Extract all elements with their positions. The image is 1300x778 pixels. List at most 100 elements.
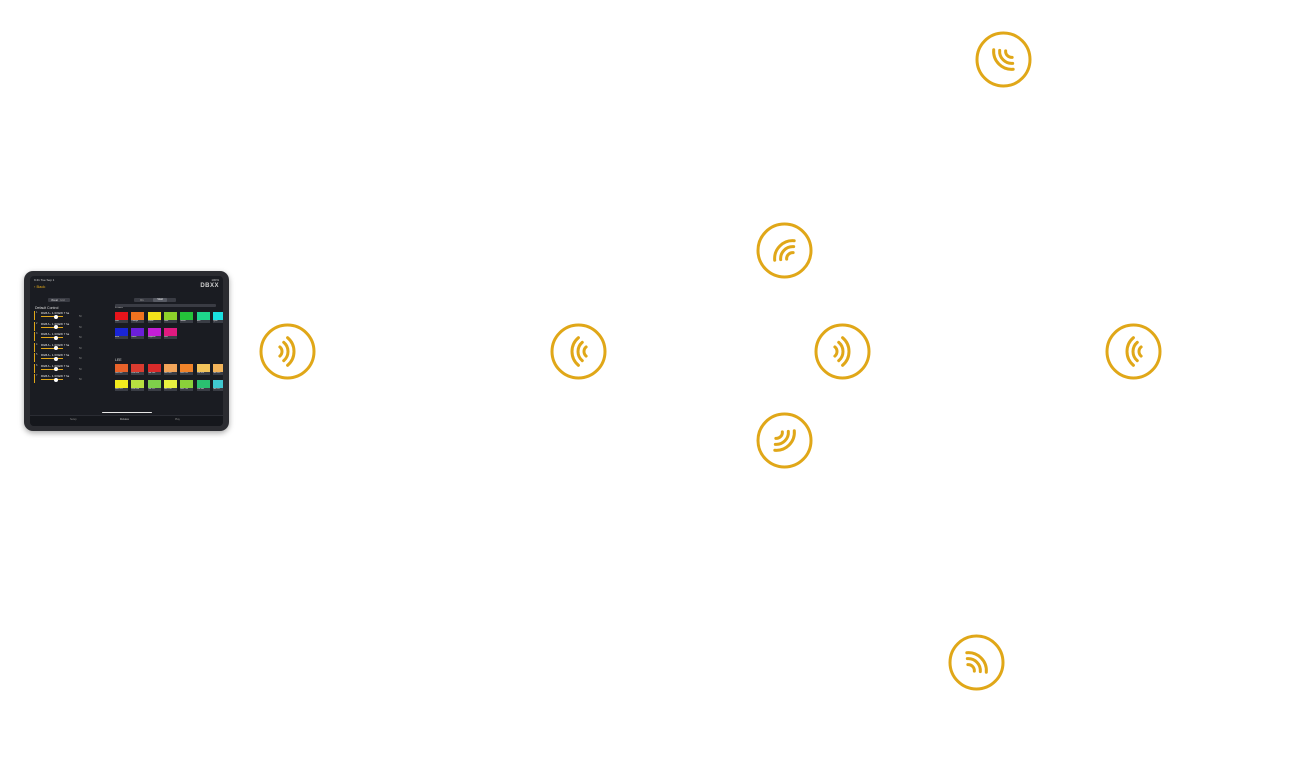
fixture-slider[interactable]: [41, 326, 63, 328]
fixture-slider[interactable]: [41, 337, 63, 338]
slider-knob[interactable]: [54, 346, 58, 350]
slider-knob[interactable]: [54, 377, 58, 382]
signal-arc-2: [837, 340, 845, 363]
fixture-slider[interactable]: [41, 347, 63, 349]
fixture-slider[interactable]: [41, 379, 63, 380]
signal-arc-2: [1131, 340, 1139, 363]
tab-fixtures[interactable]: Fixtures: [120, 418, 129, 421]
color-label: Violet: [131, 335, 145, 339]
color-swatch-tile[interactable]: LEE 089: [196, 379, 210, 391]
color-swatch-tile[interactable]: LEE 088: [131, 379, 145, 391]
color-swatch-tile[interactable]: Mint: [196, 312, 210, 323]
signal-arc-1: [582, 345, 588, 358]
fixture-value: 50: [79, 378, 82, 381]
color-label: LEE 100: [163, 387, 177, 391]
slider-knob[interactable]: [54, 325, 58, 329]
color-label: LEE 002: [115, 372, 128, 375]
fixture-value: 50: [79, 336, 82, 339]
color-swatch: [212, 364, 223, 372]
signal-sensor-icon: [948, 634, 1005, 691]
default-control-label: Default Control: [35, 306, 59, 310]
fixture-name: RGB A - 1.3 KEW 7 ha: [41, 374, 70, 378]
color-swatch-tile[interactable]: Cyan: [212, 312, 223, 323]
color-swatch-tile[interactable]: LEE 009: [163, 364, 177, 375]
signal-arcs: [278, 336, 296, 367]
color-swatch-tile[interactable]: Yellow: [147, 312, 161, 323]
color-label: LEE 101: [115, 387, 128, 391]
color-swatch-tile[interactable]: LEE 101: [115, 379, 128, 391]
slider-knob[interactable]: [54, 367, 58, 371]
segment-visual[interactable]: Visual: [51, 298, 58, 302]
tab-setup[interactable]: Setup: [70, 418, 77, 421]
color-label: Pink: [163, 335, 177, 339]
color-swatch-tile[interactable]: LEE 002: [115, 364, 128, 375]
mode-segment[interactable]: Mix Vivid: [134, 298, 176, 302]
signal-arc-1: [833, 345, 839, 358]
color-swatch-tile[interactable]: Magenta: [147, 327, 161, 339]
color-swatch: [180, 312, 194, 320]
search-bar[interactable]: [115, 304, 216, 307]
signal-arcs: [965, 651, 988, 674]
signal-arc-2: [998, 48, 1015, 65]
fixture-slider[interactable]: [41, 358, 63, 359]
color-swatch: [147, 312, 161, 320]
color-swatch-tile[interactable]: Green: [180, 312, 194, 323]
color-swatch-tile[interactable]: Violet: [131, 327, 145, 339]
color-swatch-tile[interactable]: LEE 021: [212, 364, 223, 375]
signal-arc-2: [282, 340, 290, 363]
signal-arc-3: [286, 336, 296, 367]
sensor-ring: [259, 323, 316, 380]
color-swatch-tile[interactable]: Lime: [163, 312, 177, 323]
color-swatch-tile[interactable]: LEE 020: [196, 364, 210, 375]
color-swatch-tile[interactable]: LEE 117: [212, 379, 223, 391]
color-swatch-tile[interactable]: Blue: [115, 327, 128, 339]
slider-knob[interactable]: [54, 335, 58, 340]
fixture-slider[interactable]: [41, 316, 63, 317]
signal-arcs: [773, 429, 796, 452]
fixture-name: RGB A - 1.3 KEW 7 ha: [41, 342, 70, 347]
fixture-value: 50: [79, 325, 82, 329]
color-swatch-tile[interactable]: Red: [115, 312, 128, 323]
signal-arc-2: [779, 245, 796, 262]
color-swatch-tile[interactable]: LEE 100: [163, 379, 177, 391]
fixture-number: 4: [36, 342, 38, 346]
fixture-name: RGB A - 1.3 KEW 7 ha: [41, 311, 70, 315]
fixture-slider[interactable]: [41, 368, 63, 370]
segment-grid[interactable]: Grid: [60, 298, 65, 302]
color-swatch-tile[interactable]: Pink: [163, 327, 177, 339]
color-swatch-tile[interactable]: Orange: [131, 312, 145, 323]
view-segment[interactable]: Visual Grid: [48, 298, 70, 302]
color-swatch-tile[interactable]: LEE 015: [180, 364, 194, 375]
color-swatch: [163, 364, 177, 372]
sensor-svg: [1105, 323, 1162, 380]
segment-vivid[interactable]: Vivid: [153, 298, 167, 302]
fixture-name: RGB A - 1.3 KEW 7 ha: [41, 332, 70, 336]
tab-play[interactable]: Play: [175, 418, 180, 421]
tab-bar: Setup Fixtures Play: [30, 415, 223, 426]
lee-section-label: LEE: [115, 358, 122, 362]
slider-knob[interactable]: [54, 314, 58, 319]
home-indicator: [102, 412, 152, 413]
signal-arc-2: [576, 340, 584, 363]
color-swatch-tile[interactable]: LEE 738: [180, 379, 194, 391]
back-button[interactable]: ‹ Back: [34, 284, 46, 289]
segment-mix[interactable]: Mix: [140, 298, 144, 302]
slider-knob[interactable]: [54, 356, 58, 361]
color-swatch: [147, 379, 161, 388]
sensor-svg: [756, 222, 813, 279]
rgb-section-label: RGB: [115, 305, 123, 309]
color-swatch-tile[interactable]: LEE 004: [131, 364, 145, 375]
fixture-value: 50: [79, 346, 82, 350]
color-swatch: [115, 364, 128, 372]
color-swatch-tile[interactable]: LEE 121: [147, 379, 161, 391]
signal-arcs: [833, 336, 851, 367]
color-swatch-tile[interactable]: LEE 106: [147, 364, 161, 375]
